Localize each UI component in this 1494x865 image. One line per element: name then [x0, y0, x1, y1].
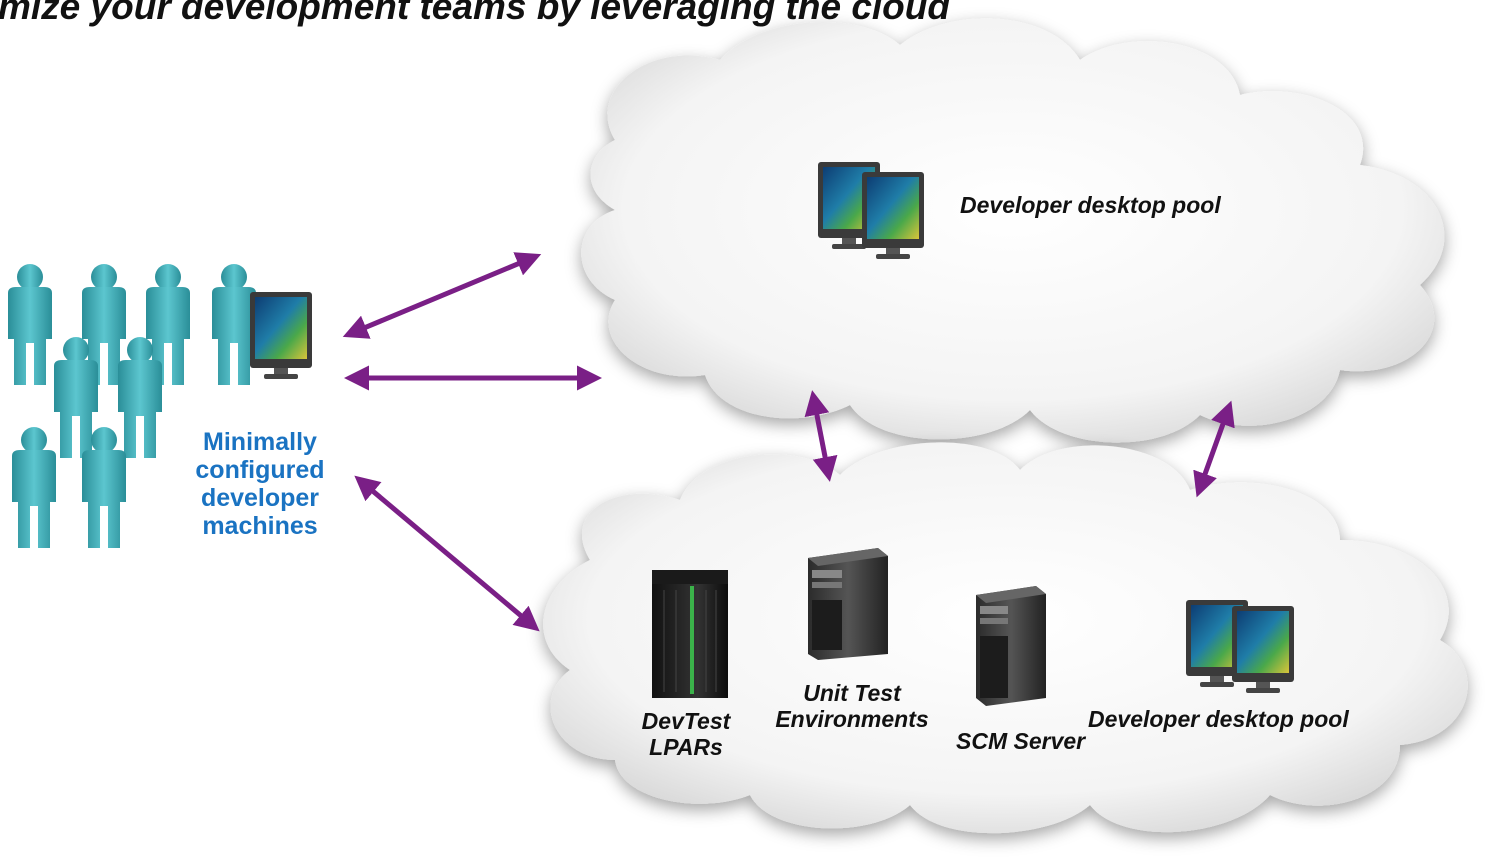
page-title: mize your development teams by leveragin…	[0, 0, 950, 27]
lpar-mainframe-icon	[652, 570, 728, 698]
person-icon	[12, 427, 56, 548]
upper-pool-label: Developer desktop pool	[960, 192, 1221, 218]
lower-pool-label: Developer desktop pool	[1088, 706, 1349, 732]
scm-server-label: SCM Server	[956, 728, 1086, 754]
users-label: Minimally configured developer machines	[170, 428, 350, 540]
unit-test-label-line: Unit Test	[803, 680, 901, 706]
devtest-label-line: DevTest	[641, 708, 731, 734]
arrow-users-to-lower-cloud	[354, 475, 540, 632]
devtest-label-line: LPARs	[649, 734, 723, 761]
connection-arrows	[342, 252, 1235, 632]
users-label-line: Minimally	[203, 428, 317, 456]
arrow-cloud-link-left	[804, 390, 838, 482]
users-label-line: machines	[202, 512, 318, 540]
unit-test-label-line: Environments	[775, 706, 929, 733]
user-monitor-icon	[250, 292, 312, 379]
person-icon	[8, 264, 52, 385]
arrow-cloud-link-right	[1193, 400, 1235, 498]
arrow-users-to-upper-cloud-a	[342, 252, 542, 339]
scm-server-icon	[976, 586, 1046, 706]
users-label-line: configured	[195, 456, 325, 484]
devtest-lpars-label: DevTest LPARs	[626, 708, 746, 761]
desktop-pool-icon	[818, 162, 924, 259]
unit-test-server-icon	[808, 548, 888, 660]
users-label-line: developer	[200, 484, 320, 512]
unit-test-label: Unit Test Environments	[760, 680, 944, 733]
person-icon	[212, 264, 256, 385]
cloud-upper	[581, 18, 1445, 443]
